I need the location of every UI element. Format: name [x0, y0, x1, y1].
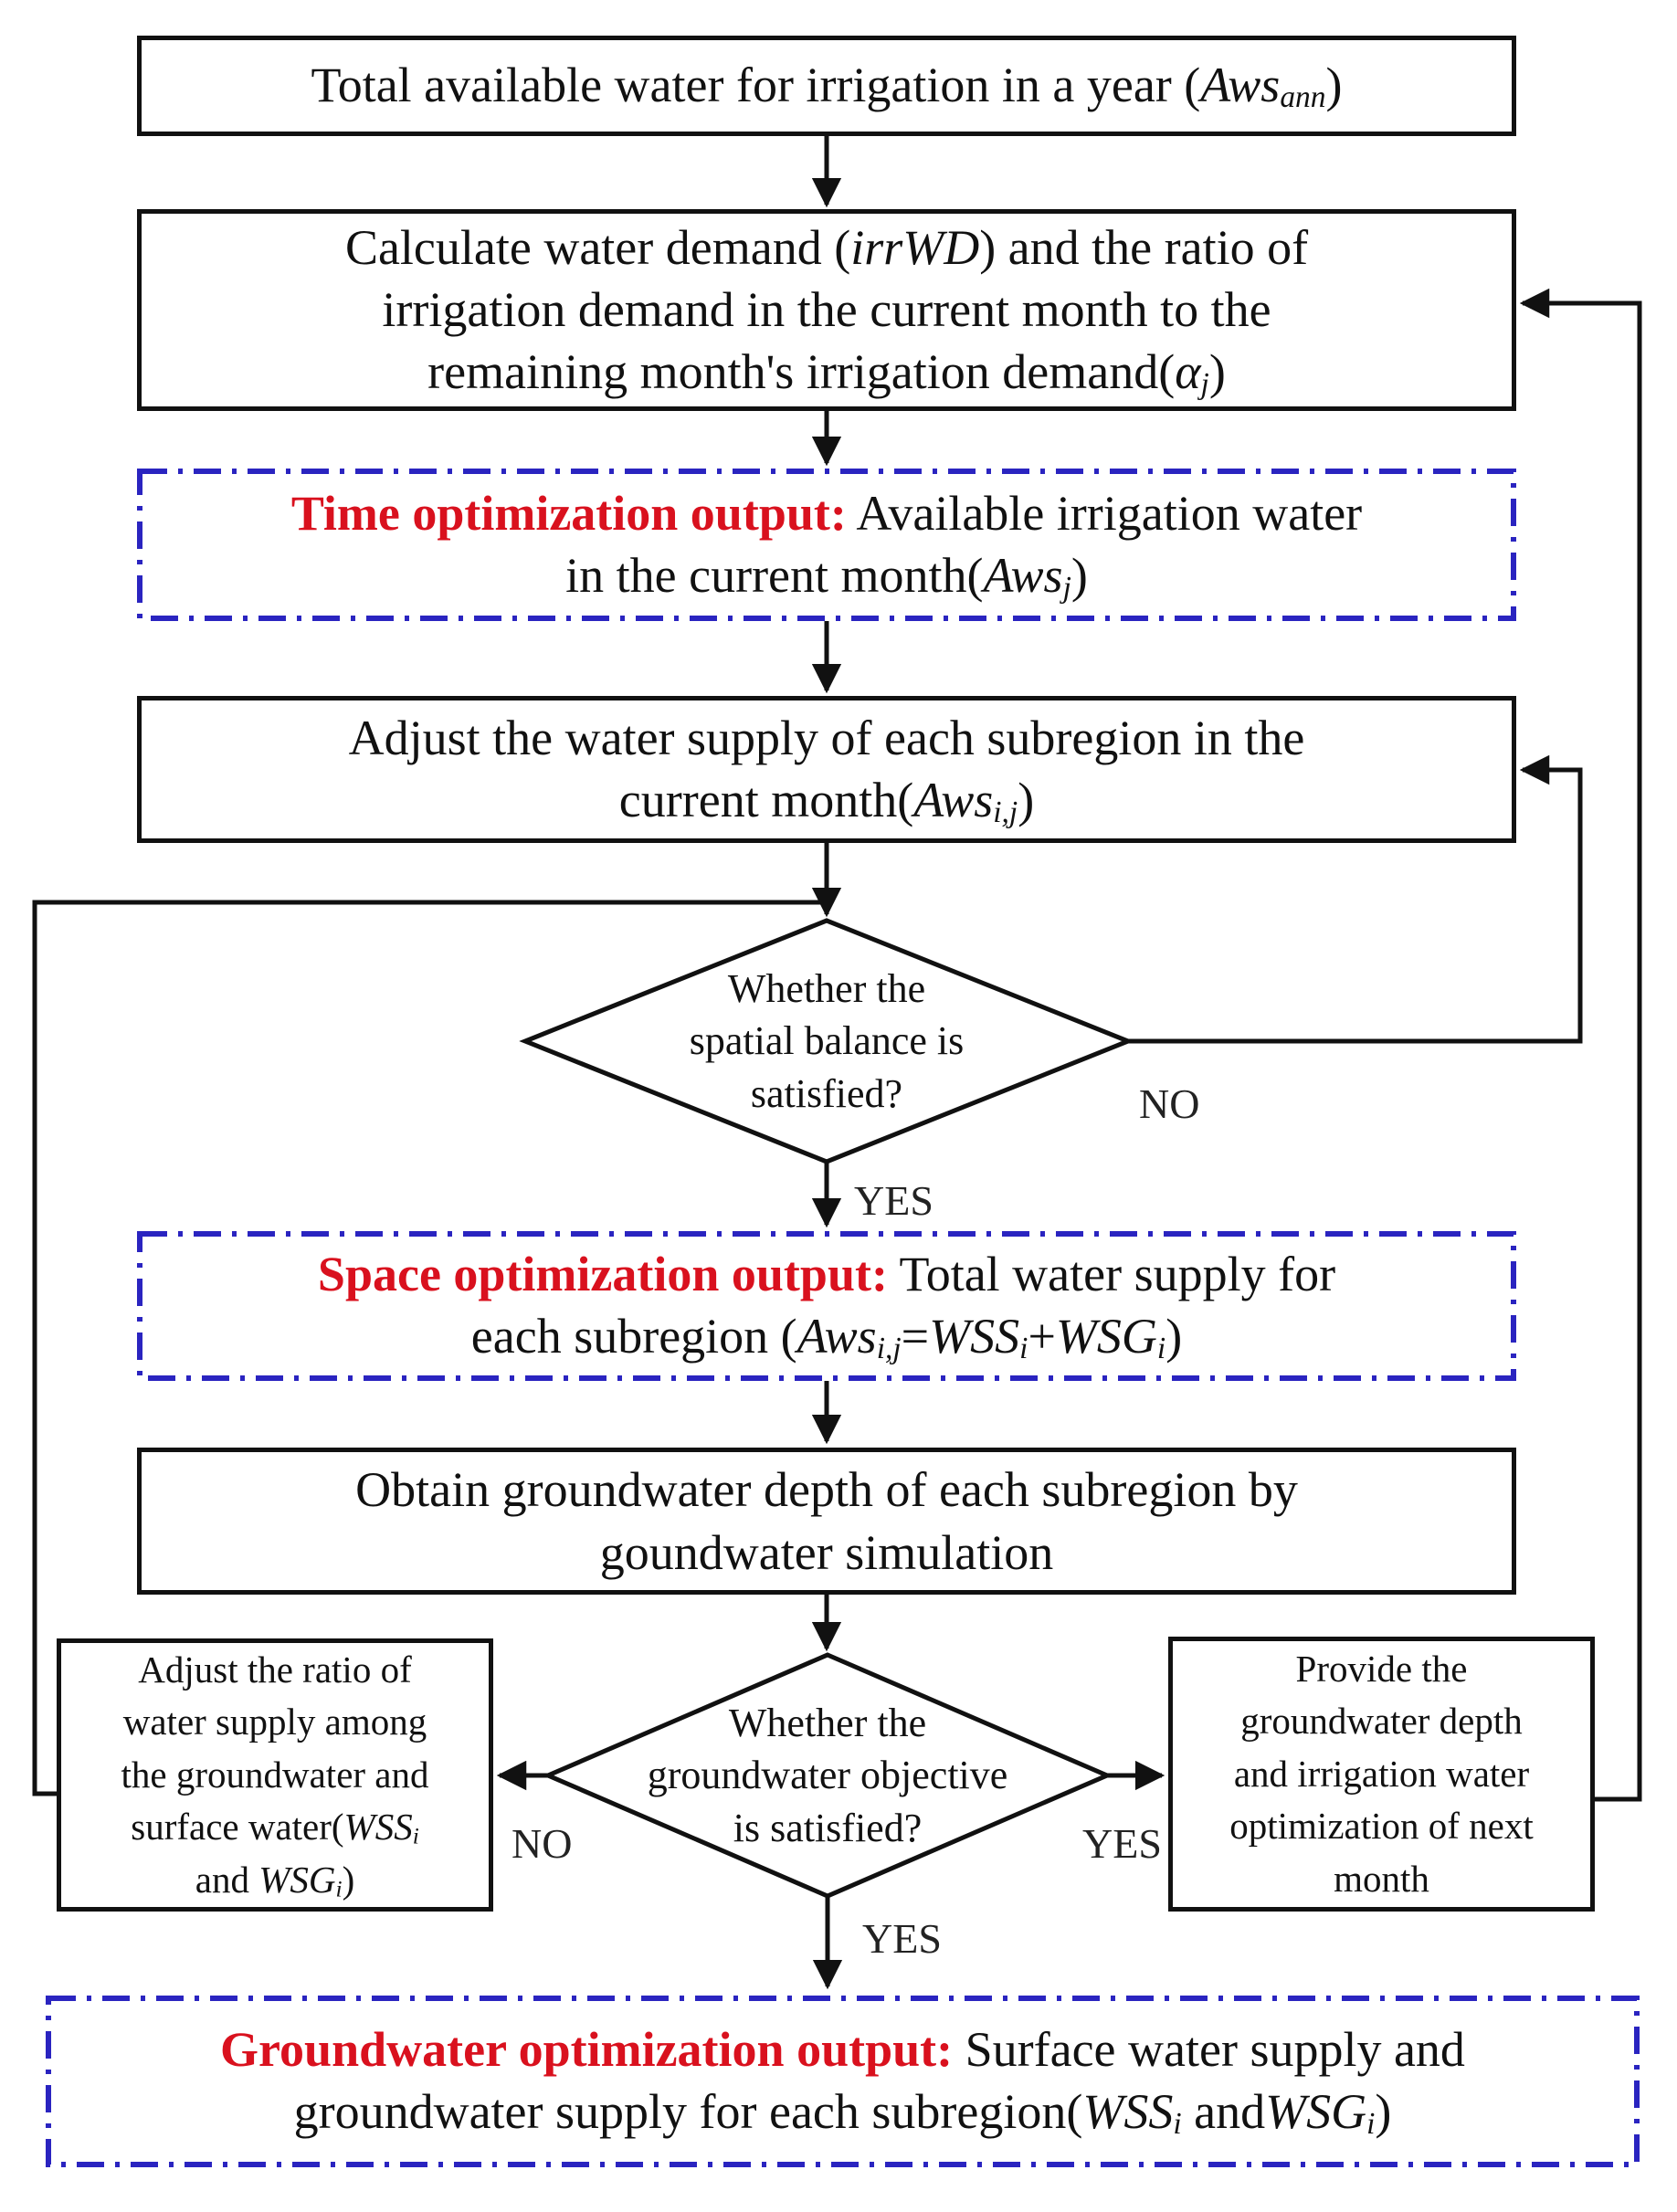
node-obtain-groundwater-depth: Obtain groundwater depth of each subregi… [137, 1448, 1516, 1595]
label-spatial-no: NO [1139, 1080, 1200, 1127]
groundwater-output-dashed-border [46, 1996, 1640, 2167]
space-output-dashed-border [137, 1231, 1516, 1381]
feedback-line-spatial-no-to-adjust-supply [1128, 754, 1583, 1044]
node-groundwater-optimization-output: Groundwater optimization output: Surface… [220, 2022, 1465, 2142]
label-groundwater-yes-right: YES [1082, 1820, 1162, 1867]
feedback-line-adjust-ratio-to-spatial-diamond [32, 900, 825, 1796]
feedback-line-provide-to-calculate [1519, 288, 1642, 1802]
label-groundwater-no: NO [512, 1820, 573, 1867]
node-space-optimization-output: Space optimization output: Total water s… [317, 1247, 1336, 1366]
label-spatial-yes: YES [854, 1177, 933, 1224]
node-adjust-water-supply: Adjust the water supply of each subregio… [137, 696, 1516, 843]
time-output-dashed-border [137, 469, 1516, 621]
label-groundwater-yes-down: YES [862, 1915, 942, 1962]
node-calculate-water-demand: Calculate water demand (irrWD) and the r… [137, 209, 1516, 411]
node-total-available-water: Total available water for irrigation in … [137, 36, 1516, 136]
groundwater-objective-diamond-shape [542, 1652, 1113, 1899]
node-time-optimization-output: Time optimization output: Available irri… [290, 485, 1363, 605]
spatial-balance-diamond-shape [519, 918, 1134, 1164]
